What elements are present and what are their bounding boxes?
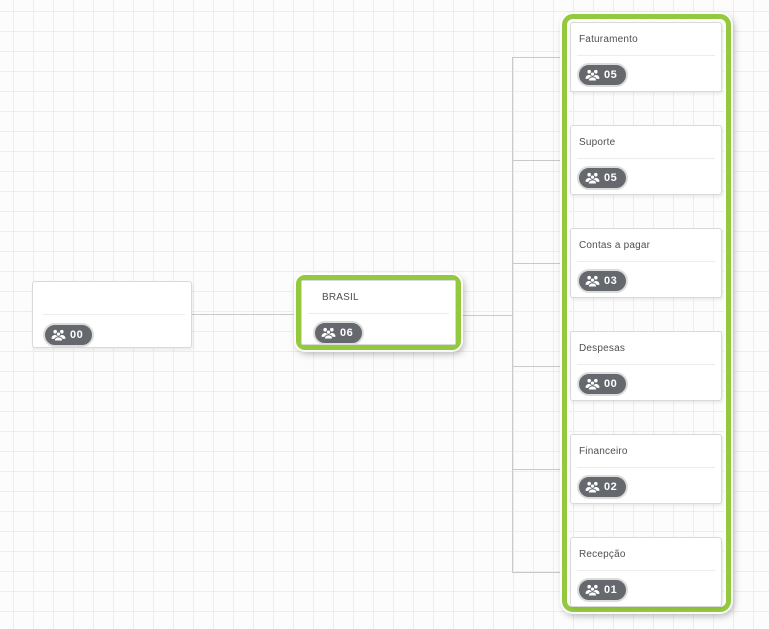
member-count: 02 bbox=[604, 481, 618, 493]
users-group-icon bbox=[585, 275, 600, 287]
connector-branch-suporte bbox=[513, 160, 563, 161]
connector-trunk bbox=[512, 57, 513, 573]
node-divider bbox=[577, 364, 715, 365]
children-group-selection-frame[interactable] bbox=[562, 14, 731, 612]
member-count: 00 bbox=[604, 378, 618, 390]
node-divider bbox=[577, 55, 715, 56]
users-group-icon bbox=[321, 327, 336, 339]
member-count: 05 bbox=[604, 69, 618, 81]
node-title: Financeiro bbox=[579, 446, 628, 457]
users-group-icon bbox=[585, 481, 600, 493]
node-suporte[interactable]: Suporte 05 bbox=[570, 125, 722, 195]
node-title: BRASIL bbox=[322, 292, 359, 303]
node-contas-a-pagar[interactable]: Contas a pagar 03 bbox=[570, 228, 722, 298]
node-divider bbox=[577, 570, 715, 571]
member-count-badge[interactable]: 05 bbox=[577, 63, 629, 87]
node-divider bbox=[577, 467, 715, 468]
member-count-badge[interactable]: 02 bbox=[577, 475, 629, 499]
node-divider bbox=[43, 314, 185, 315]
node-divider bbox=[577, 158, 715, 159]
member-count-badge[interactable]: 03 bbox=[577, 269, 629, 293]
users-group-icon bbox=[585, 172, 600, 184]
connector-branch-recepcao bbox=[513, 572, 563, 573]
users-group-icon bbox=[585, 69, 600, 81]
node-title: Suporte bbox=[579, 137, 616, 148]
member-count: 06 bbox=[340, 327, 354, 339]
node-despesas[interactable]: Despesas 00 bbox=[570, 331, 722, 401]
connector-branch-faturamento bbox=[513, 57, 563, 58]
node-title: Faturamento bbox=[579, 34, 638, 45]
member-count: 05 bbox=[604, 172, 618, 184]
node-root[interactable]: 00 bbox=[32, 281, 192, 348]
member-count-badge[interactable]: 00 bbox=[577, 372, 629, 396]
node-title: Despesas bbox=[579, 343, 626, 354]
node-divider bbox=[577, 261, 715, 262]
users-group-icon bbox=[585, 378, 600, 390]
node-divider bbox=[308, 313, 449, 314]
connector-branch-contas-a-pagar bbox=[513, 263, 563, 264]
node-financeiro[interactable]: Financeiro 02 bbox=[570, 434, 722, 504]
node-brasil[interactable]: BRASIL 06 bbox=[296, 275, 461, 350]
connector-root-to-brasil bbox=[192, 314, 296, 315]
member-count-badge[interactable]: 05 bbox=[577, 166, 629, 190]
member-count-badge[interactable]: 01 bbox=[577, 578, 629, 602]
connector-branch-despesas bbox=[513, 366, 563, 367]
node-card: BRASIL 06 bbox=[301, 280, 456, 345]
node-recepcao[interactable]: Recepção 01 bbox=[570, 537, 722, 607]
node-faturamento[interactable]: Faturamento 05 bbox=[570, 22, 722, 92]
users-group-icon bbox=[585, 584, 600, 596]
member-count: 01 bbox=[604, 584, 618, 596]
node-title: Contas a pagar bbox=[579, 240, 651, 251]
member-count: 03 bbox=[604, 275, 618, 287]
connector-branch-financeiro bbox=[513, 469, 563, 470]
member-count-badge[interactable]: 00 bbox=[43, 323, 95, 347]
connector-brasil-to-trunk bbox=[461, 315, 513, 316]
member-count: 00 bbox=[70, 329, 84, 341]
member-count-badge[interactable]: 06 bbox=[313, 321, 365, 345]
node-title: Recepção bbox=[579, 549, 626, 560]
users-group-icon bbox=[51, 329, 66, 341]
